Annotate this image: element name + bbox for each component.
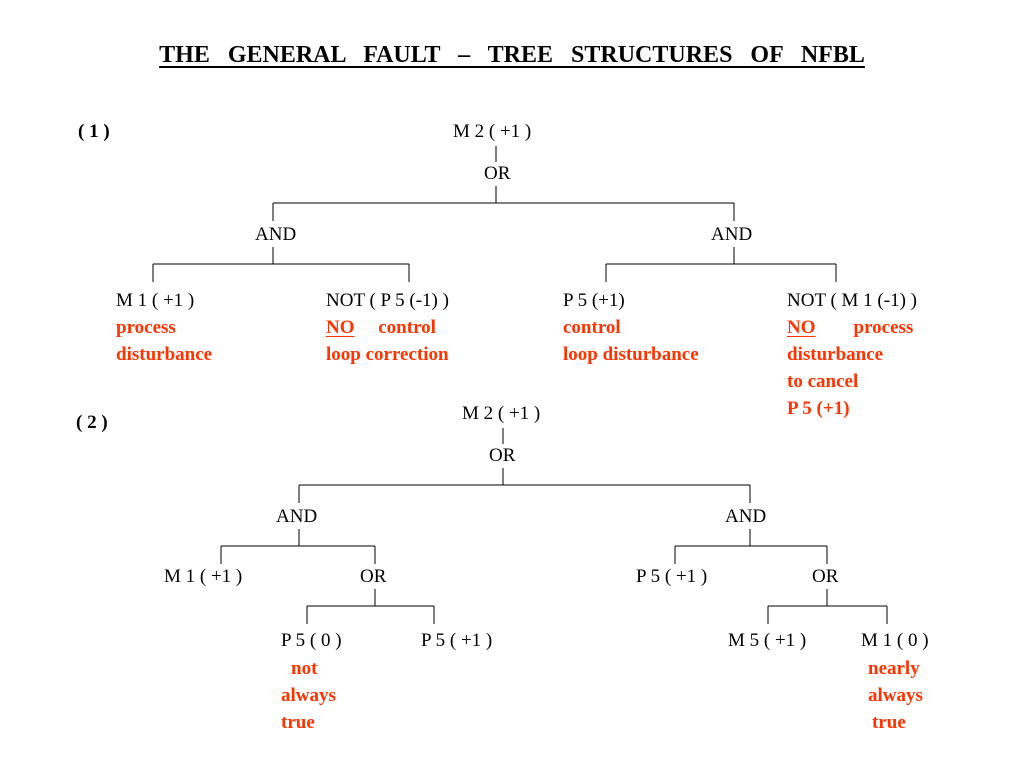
tree-1-leaf-not-m1-description: NO process disturbance to cancel P 5 (+1…: [787, 317, 914, 419]
tree-2-leaf-p5-zero-description: not always true: [281, 658, 336, 733]
tree-1-and-gate-right: AND: [711, 224, 753, 245]
tree-2-top-event: M 2 ( +1 ): [462, 403, 541, 424]
tree-2-leaf-m1-zero: M 1 ( 0 ): [861, 630, 929, 651]
tree-1-leaf-p5-description: control loop disturbance: [563, 317, 699, 365]
tree-1-leaf-not-p5-description: NO control loop correction: [326, 317, 449, 365]
tree-2-and-gate-right: AND: [725, 506, 767, 527]
tree-2-right-or-gate: OR: [812, 566, 839, 587]
tree-1-leaf-m1-description: process disturbance: [116, 317, 213, 365]
tree-2-left-leaf-m1: M 1 ( +1 ): [164, 566, 243, 587]
slide-title: THE GENERAL FAULT – TREE STRUCTURES OF N…: [159, 42, 865, 68]
tree-1-connectors: [152, 146, 837, 282]
tree-1-leaf-not-p5: NOT ( P 5 (-1) ): [326, 290, 449, 311]
tree-2-leaf-m1-zero-description: nearly always true: [868, 658, 923, 733]
tree-2-and-gate-left: AND: [276, 506, 318, 527]
tree-1-leaf-p5: P 5 (+1): [563, 290, 625, 311]
tree-2-right-leaf-p5: P 5 ( +1 ): [636, 566, 708, 587]
tree-2-label: ( 2 ): [76, 412, 108, 433]
tree-2-connectors: [220, 428, 888, 624]
tree-2-or-gate: OR: [489, 445, 516, 466]
tree-1-label: ( 1 ): [78, 121, 110, 142]
tree-2-leaf-m5: M 5 ( +1 ): [728, 630, 807, 651]
tree-2-left-or-gate: OR: [360, 566, 387, 587]
tree-1-leaf-m1: M 1 ( +1 ): [116, 290, 195, 311]
tree-1-leaf-not-m1: NOT ( M 1 (-1) ): [787, 290, 917, 311]
tree-2-leaf-p5-zero: P 5 ( 0 ): [281, 630, 342, 651]
tree-1-or-gate: OR: [484, 163, 511, 184]
tree-1-and-gate-left: AND: [255, 224, 297, 245]
tree-2-leaf-p5-plus: P 5 ( +1 ): [421, 630, 493, 651]
tree-1-top-event: M 2 ( +1 ): [453, 121, 532, 142]
